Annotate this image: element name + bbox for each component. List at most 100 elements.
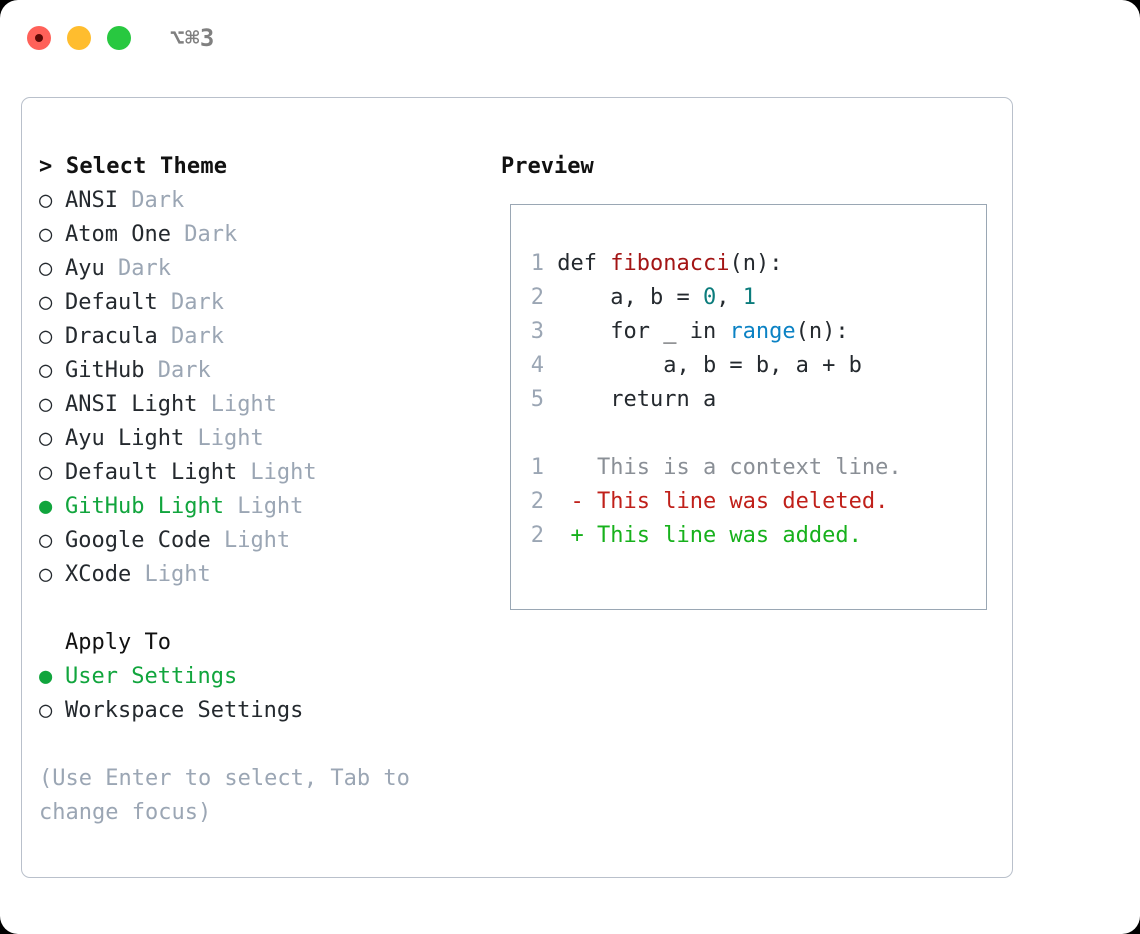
- theme-list-item[interactable]: ○ GitHub Dark: [39, 354, 479, 388]
- preview-title: Preview: [501, 154, 594, 179]
- code-token: for _ in: [557, 319, 730, 344]
- diff-line: 1 This is a context line.: [520, 451, 902, 485]
- theme-name: Ayu Light: [65, 426, 185, 451]
- radio-unselected-icon: ○: [39, 562, 53, 587]
- radio-unselected-icon: ○: [39, 698, 53, 723]
- diff-line: 2 + This line was added.: [520, 519, 902, 553]
- line-number: 4: [530, 353, 544, 378]
- radio-unselected-icon: ○: [39, 256, 53, 281]
- radio-unselected-icon: ○: [39, 222, 53, 247]
- theme-list-item[interactable]: ○ Atom One Dark: [39, 218, 479, 252]
- line-number: 2: [530, 523, 544, 548]
- apply-to-header: Apply To: [65, 630, 171, 655]
- theme-name: Ayu: [65, 256, 105, 281]
- code-preview-spacer: [520, 417, 902, 451]
- theme-list-item[interactable]: ○ XCode Light: [39, 558, 479, 592]
- theme-name: Default: [65, 290, 158, 315]
- radio-unselected-icon: ○: [39, 528, 53, 553]
- theme-name: Google Code: [65, 528, 211, 553]
- apply-to-option[interactable]: ● User Settings: [39, 660, 479, 694]
- apply-to-list[interactable]: ● User Settings ○ Workspace Settings: [39, 660, 479, 728]
- theme-name: GitHub: [65, 358, 145, 383]
- theme-selection-column: > Select Theme ○ANSI Dark○Atom One Dark○…: [39, 150, 479, 830]
- code-token: (n):: [729, 251, 783, 276]
- theme-variant-label: Light: [131, 562, 211, 587]
- code-line: 5 return a: [520, 383, 902, 417]
- code-token: 1: [742, 285, 756, 310]
- radio-selected-icon: ●: [39, 664, 53, 689]
- theme-list-item[interactable]: ○ANSI Light Light: [39, 388, 479, 422]
- theme-list-item[interactable]: ○ Default Light Light: [39, 456, 479, 490]
- line-number: 1: [530, 251, 544, 276]
- theme-name: XCode: [65, 562, 132, 587]
- theme-list-item[interactable]: ● GitHub Light Light: [39, 490, 479, 524]
- radio-unselected-icon: ○: [39, 290, 53, 315]
- code-line: 2 a, b = 0, 1: [520, 281, 902, 315]
- theme-name: GitHub Light: [65, 494, 224, 519]
- radio-unselected-icon: ○: [39, 460, 53, 485]
- line-number: 1: [530, 455, 544, 480]
- code-token: 0: [702, 285, 717, 310]
- code-line: 3 for _ in range(n):: [520, 315, 902, 349]
- radio-unselected-icon: ○: [39, 324, 53, 349]
- code-token: ,: [716, 285, 743, 310]
- theme-name: ANSI: [65, 188, 118, 213]
- theme-variant-label: Dark: [104, 256, 171, 281]
- code-line: 4 a, b = b, a + b: [520, 349, 902, 383]
- line-number: 3: [530, 319, 544, 344]
- theme-list-item[interactable]: ○ Ayu Light Light: [39, 422, 479, 456]
- theme-list-item[interactable]: ○ Default Dark: [39, 286, 479, 320]
- code-token: a, b = b, a + b: [557, 353, 862, 378]
- code-token: return a: [557, 387, 717, 412]
- apply-to-option-label: User Settings: [65, 664, 238, 689]
- code-token: def: [557, 251, 611, 276]
- radio-unselected-icon: ○: [39, 188, 53, 213]
- theme-variant-label: Dark: [117, 188, 185, 213]
- theme-name: Default Light: [65, 460, 238, 485]
- code-line: 1 def fibonacci(n):: [520, 247, 902, 281]
- code-token: range: [729, 319, 796, 344]
- theme-variant-label: Light: [210, 528, 291, 553]
- theme-list[interactable]: ○ ANSI Dark ○ Atom One Dark ○ Ayu Dark ○ Defaul…: [39, 184, 479, 592]
- radio-selected-icon: ●: [39, 494, 53, 519]
- preview-column: Preview 1 def fibonacci(n):2 a, b = 0, 1…: [501, 150, 991, 610]
- theme-variant-label: Light: [197, 392, 277, 417]
- close-window-button[interactable]: [27, 26, 51, 50]
- theme-name: Dracula: [65, 324, 158, 349]
- select-theme-header: > Select Theme: [39, 154, 228, 179]
- title-bar: ⌥⌘3: [0, 0, 1140, 76]
- theme-variant-label: Dark: [157, 290, 224, 315]
- radio-unselected-icon: ○: [39, 426, 53, 451]
- theme-variant-label: Light: [237, 460, 317, 485]
- theme-name: Atom One: [65, 222, 171, 247]
- theme-list-item[interactable]: ○ Dracula Dark: [39, 320, 479, 354]
- theme-variant-label: Dark: [157, 324, 224, 349]
- theme-variant-label: Dark: [170, 222, 238, 247]
- diff-line: 2 - This line was deleted.: [520, 485, 902, 519]
- code-token: a, b =: [557, 285, 703, 310]
- diff-line-text: + This line was added.: [544, 523, 862, 548]
- apply-to-option[interactable]: ○ Workspace Settings: [39, 694, 479, 728]
- theme-list-item[interactable]: ○ ANSI Dark: [39, 184, 479, 218]
- apply-to-section: Apply To ● User Settings ○ Workspace Settin…: [39, 626, 479, 728]
- theme-variant-label: Light: [184, 426, 264, 451]
- theme-list-item[interactable]: ○ Ayu Dark: [39, 252, 479, 286]
- radio-unselected-icon: ○: [39, 358, 53, 383]
- theme-list-item[interactable]: ○ Google Code Light: [39, 524, 479, 558]
- theme-variant-label: Dark: [144, 358, 211, 383]
- theme-name: ANSI Light: [65, 392, 198, 417]
- diff-line-text: - This line was deleted.: [544, 489, 889, 514]
- line-number: 2: [530, 285, 544, 310]
- apply-to-option-label: Workspace Settings: [65, 698, 304, 723]
- maximize-window-button[interactable]: [107, 26, 131, 50]
- minimize-window-button[interactable]: [67, 26, 91, 50]
- code-token: (n):: [795, 319, 849, 344]
- code-token: fibonacci: [610, 251, 730, 276]
- theme-variant-label: Light: [223, 494, 304, 519]
- main-panel: > Select Theme ○ANSI Dark○Atom One Dark○…: [21, 97, 1013, 878]
- keyboard-hint-text: (Use Enter to select, Tab to change focu…: [39, 766, 410, 825]
- diff-line-text: This is a context line.: [544, 455, 902, 480]
